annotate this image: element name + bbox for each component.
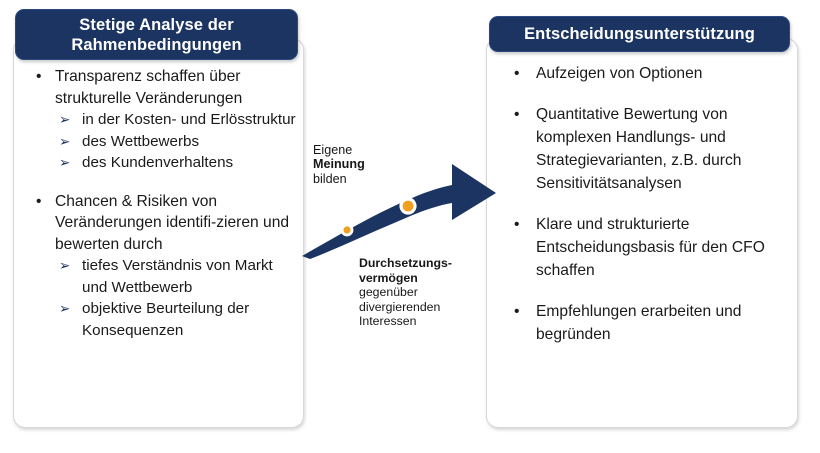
arrow-bullet-icon: ➢ [59,301,71,316]
list-item: ➢ tiefes Verständnis von Markt und Wettb… [23,255,296,298]
bullet-icon: • [36,192,42,210]
arrow-label-bottom-line-2: vermögen [359,270,418,285]
list-item: • Klare und strukturierte Entscheidungsb… [498,213,788,282]
list-item-label: in der Kosten- und Erlösstruktur [82,111,296,128]
list-item-label: Aufzeigen von Optionen [536,65,703,82]
arrow-label-bottom-line-1: Durchsetzungs- [359,256,452,270]
list-item: ➢ in der Kosten- und Erlösstruktur [23,109,296,131]
list-item: ➢ des Wettbewerbs [23,131,296,153]
milestone-dot-1 [340,223,354,237]
arrow-bullet-icon: ➢ [59,133,71,149]
list-item: • Empfehlungen erarbeiten und begründen [498,300,788,346]
right-panel-header: Entscheidungsunterstützung [489,16,790,52]
bullet-icon: • [514,65,520,82]
arrow-label-top-line-1: Eigene [313,143,353,157]
list-item: • Chancen & Risiken von Veränderungen id… [23,191,296,256]
arrow-label-top-line-2: Meinung [313,157,365,172]
list-item-label: Klare und strukturierte Entscheidungsbas… [536,216,765,279]
arrow-label-bottom-line-3: gegenüber [359,285,418,300]
bullet-icon: • [514,216,520,233]
progress-arrow [300,150,500,260]
list-item: • Aufzeigen von Optionen [498,62,788,85]
list-item-label: objektive Beurteilung der Konsequenzen [82,300,250,339]
left-bullet-group-2: • Chancen & Risiken von Veränderungen id… [23,191,296,342]
left-bullet-group-1: • Transparenz schaffen über strukturelle… [23,66,296,174]
milestone-dot-2 [399,197,417,215]
list-item-label: tiefes Verständnis von Markt und Wettbew… [82,257,273,296]
right-panel [486,38,798,428]
arrow-label-bottom-line-5: Interessen [359,314,417,329]
list-item-label: Quantitative Bewertung von komplexen Han… [536,106,742,192]
right-header-line-1: Entscheidungsunterstützung [524,25,755,43]
spacer [498,195,788,213]
left-panel-content: • Transparenz schaffen über strukturelle… [13,66,304,341]
spacer [498,85,788,103]
curved-arrow-icon [302,164,496,259]
left-panel [13,38,304,428]
bullet-icon: • [514,303,520,320]
spacer [498,282,788,300]
arrow-bullet-icon: ➢ [59,155,71,170]
arrow-bullet-icon: ➢ [59,258,71,273]
arrow-bullet-icon: ➢ [59,112,71,127]
list-item: ➢ objektive Beurteilung der Konsequenzen [23,298,296,341]
list-item: ➢ des Kundenverhaltens [23,152,296,174]
spacer [23,174,296,191]
arrow-label-bottom: Durchsetzungs- vermögen gegenüber diverg… [359,256,479,329]
list-item-label: Chancen & Risiken von Veränderungen iden… [55,192,290,253]
list-item-label: Empfehlungen erarbeiten und begründen [536,303,742,343]
arrow-label-top: Eigene Meinung bilden [313,143,423,186]
list-item: • Transparenz schaffen über strukturelle… [23,66,296,109]
right-panel-content: • Aufzeigen von Optionen • Quantitative … [486,62,798,346]
list-item-label: des Wettbewerbs [82,132,200,150]
list-item-label: Transparenz schaffen über strukturelle V… [55,68,243,107]
bullet-icon: • [514,106,520,123]
list-item-label: des Kundenverhaltens [82,154,234,171]
bullet-icon: • [36,68,42,85]
left-header-line-1: Stetige Analyse der [79,15,234,34]
left-panel-header: Stetige Analyse der Rahmenbedingungen [15,9,298,60]
arrow-label-top-line-3: bilden [313,171,347,186]
left-header-line-2: Rahmenbedingungen [71,35,242,54]
arrow-label-bottom-line-4: divergierenden [359,299,441,314]
list-item: • Quantitative Bewertung von komplexen H… [498,103,788,195]
